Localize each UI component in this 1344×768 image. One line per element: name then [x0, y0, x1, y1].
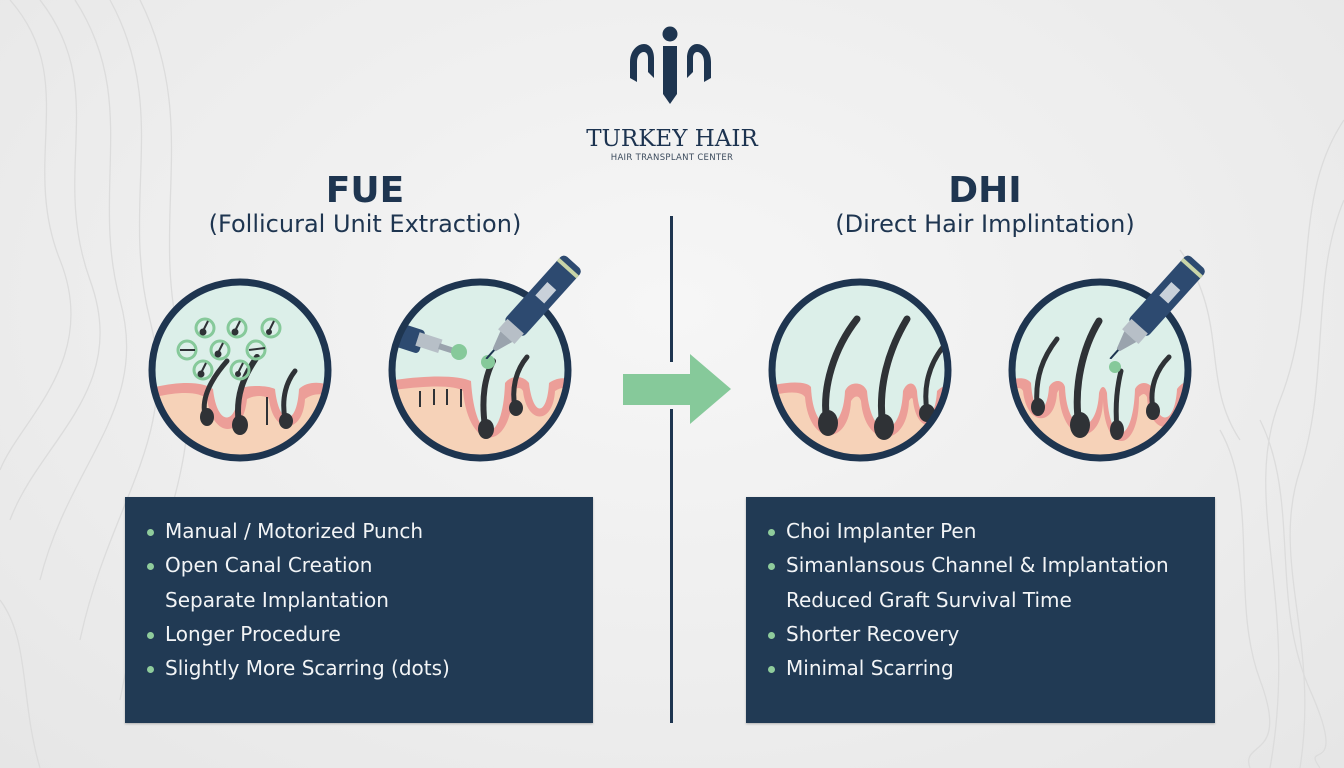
feature-item: Manual / Motorized Punch — [125, 514, 593, 548]
brand-name: TURKEY HAIR — [586, 126, 758, 152]
feature-item: Reduced Graft Survival Time — [786, 587, 1072, 612]
choi-pen-icon — [1104, 244, 1219, 363]
brand-tagline: HAIR TRANSPLANT CENTER — [610, 153, 734, 163]
dhi-features-panel: Choi Implanter Pen Simanlansous Channel … — [746, 497, 1215, 723]
fue-features-panel: Manual / Motorized Punch Open Canal Crea… — [125, 497, 593, 723]
feature-item: Choi Implanter Pen — [746, 514, 1215, 548]
bullet-dot-icon — [768, 631, 775, 639]
extracted-grafts-circle — [147, 277, 333, 467]
feature-item: Minimal Scarring — [746, 651, 1215, 685]
vertical-divider-bottom — [670, 409, 673, 723]
feature-item: Open Canal Creation — [125, 548, 593, 582]
bullet-dot-icon — [768, 563, 775, 571]
feature-item: Shorter Recovery — [746, 617, 1215, 651]
dhi-title: DHI — [948, 170, 1022, 211]
bullet-dot-icon — [147, 563, 154, 571]
implanter-pen-icon — [480, 244, 595, 363]
feature-item: Slightly More Scarring (dots) — [125, 651, 593, 685]
vertical-divider-top — [670, 216, 673, 362]
feature-item: Longer Procedure — [125, 617, 593, 651]
bullet-dot-icon — [147, 666, 154, 674]
feature-item: Simanlansous Channel & Implantation — [746, 548, 1215, 582]
fue-title: FUE — [325, 170, 405, 211]
hair-follicle-logo-icon — [626, 24, 716, 112]
dhi-subtitle: (Direct Hair Implintation) — [835, 210, 1135, 238]
bullet-dot-icon — [147, 631, 154, 639]
right-arrow-icon — [623, 354, 731, 428]
implanted-hairs-circle — [767, 277, 953, 467]
bullet-dot-icon — [147, 529, 154, 536]
fue-subtitle: (Follicural Unit Extraction) — [208, 210, 522, 238]
bullet-dot-icon — [768, 529, 775, 536]
dhi-feature-list: Choi Implanter Pen Simanlansous Channel … — [746, 497, 1215, 685]
fue-feature-list: Manual / Motorized Punch Open Canal Crea… — [125, 497, 593, 685]
punch-and-implanter-circle — [387, 277, 573, 467]
feature-item: Separate Implantation — [165, 587, 389, 612]
bullet-dot-icon — [768, 666, 775, 674]
